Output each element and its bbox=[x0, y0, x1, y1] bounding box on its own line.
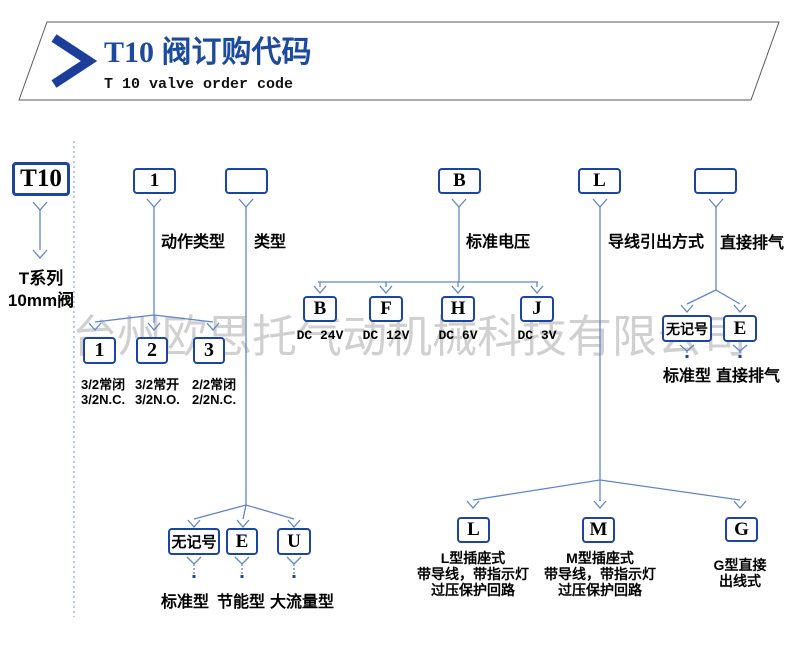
code-box-field5 bbox=[694, 168, 737, 194]
option-desc: 直接排气 bbox=[715, 368, 781, 385]
option-box-E: E bbox=[723, 315, 757, 342]
option-box-2: 2 bbox=[136, 337, 168, 364]
option-box-B: B bbox=[303, 296, 337, 322]
option-desc: DC 24V bbox=[296, 328, 344, 343]
chevron-right-icon bbox=[51, 34, 98, 88]
root-desc-line2: 10mm阀 bbox=[7, 291, 75, 310]
option-box-H: H bbox=[441, 296, 475, 322]
option-box-3: 3 bbox=[193, 337, 225, 364]
field4-connector bbox=[466, 198, 747, 509]
option-desc: M型插座式 bbox=[566, 550, 634, 566]
option-desc: 3/2N.O. bbox=[135, 392, 180, 407]
option-desc: 带导线，带指示灯 bbox=[544, 566, 656, 582]
option-desc: DC 6V bbox=[438, 328, 478, 343]
option-box-1: 1 bbox=[83, 337, 116, 364]
watermark: 台州欧思托气动机械科技有限公司 bbox=[72, 311, 748, 362]
code-box-field1: 1 bbox=[133, 168, 176, 194]
option-desc-block: G型直接 出线式 bbox=[714, 557, 767, 589]
code-box-root: T10 bbox=[12, 162, 70, 196]
option-desc: 3/2常闭 bbox=[81, 377, 126, 392]
option-box-G: G bbox=[725, 517, 758, 542]
option-box-U: U bbox=[277, 528, 311, 555]
option-desc: 大流量型 bbox=[269, 594, 335, 611]
page-title: T10 阀订购代码 bbox=[104, 36, 312, 69]
option-desc: 出线式 bbox=[718, 573, 761, 589]
code-box-field4: L bbox=[578, 168, 621, 194]
option-desc: L型插座式 bbox=[440, 550, 506, 566]
option-desc: 带导线，带指示灯 bbox=[417, 566, 529, 582]
option-desc: 2/2常闭 bbox=[192, 377, 237, 392]
option-desc: G型直接 bbox=[713, 557, 767, 573]
option-desc: DC 12V bbox=[362, 328, 410, 343]
field2-label: 类型 bbox=[254, 234, 287, 251]
option-box-J: J bbox=[520, 296, 554, 322]
option-box-F: F bbox=[369, 296, 403, 322]
field1-connector bbox=[88, 198, 220, 331]
field4-label: 导线引出方式 bbox=[608, 234, 705, 251]
field5-label: 直接排气 bbox=[720, 235, 785, 252]
option-desc: 过压保护回路 bbox=[431, 582, 515, 598]
option-desc: 过压保护回路 bbox=[558, 582, 642, 598]
option-desc-block: L型插座式 带导线，带指示灯 过压保护回路 bbox=[417, 550, 529, 598]
field3-connector bbox=[313, 198, 544, 294]
field3-label: 标准电压 bbox=[466, 234, 531, 251]
option-box-blank: 无记号 bbox=[168, 528, 220, 555]
option-desc: 标准型 bbox=[160, 594, 210, 611]
option-desc-block: M型插座式 带导线，带指示灯 过压保护回路 bbox=[544, 550, 656, 598]
root-desc-line1: T系列 bbox=[18, 269, 64, 288]
option-box-E: E bbox=[226, 528, 258, 555]
field2-connector bbox=[186, 198, 302, 578]
code-box-field3: B bbox=[438, 168, 481, 194]
option-box-blank: 无记号 bbox=[662, 315, 712, 342]
code-box-field2 bbox=[225, 168, 268, 194]
option-desc: 3/2常开 bbox=[135, 377, 180, 392]
option-box-L: L bbox=[457, 517, 490, 543]
option-desc: 标准型 bbox=[662, 368, 712, 385]
option-desc: DC 3V bbox=[517, 328, 557, 343]
option-desc: 3/2N.C. bbox=[81, 392, 126, 407]
option-desc: 2/2N.C. bbox=[192, 392, 237, 407]
option-box-M: M bbox=[582, 517, 615, 543]
field5-connector bbox=[679, 198, 748, 358]
page-subtitle: T 10 valve order code bbox=[104, 76, 294, 93]
option-desc: 节能型 bbox=[216, 594, 266, 611]
field1-label: 动作类型 bbox=[161, 234, 226, 251]
root-connector bbox=[32, 201, 48, 259]
banner-shape bbox=[18, 21, 780, 101]
